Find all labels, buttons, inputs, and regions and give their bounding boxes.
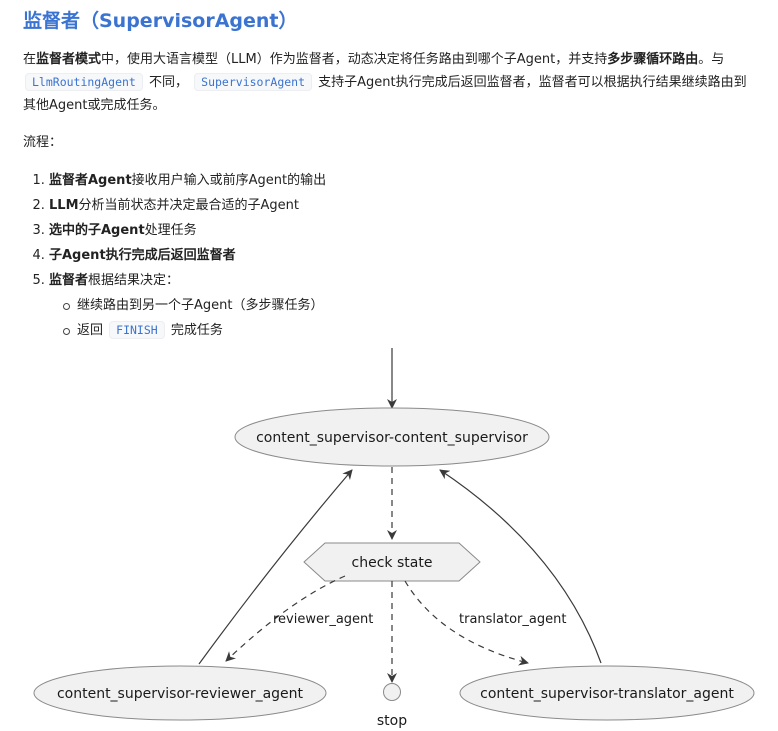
list-item: 选中的子Agent处理任务 (49, 218, 326, 243)
intro-bold: 多步骤循环路由 (607, 52, 699, 67)
step-text: 接收用户输入或前序Agent的输出 (131, 173, 327, 188)
inline-code-finish: FINISH (109, 321, 165, 339)
flow-steps-list: 监督者Agent接收用户输入或前序Agent的输出 LLM分析当前状态并决定最合… (23, 168, 326, 343)
flow-label: 流程： (23, 135, 63, 150)
supervisor-node-label: content_supervisor-content_supervisor (256, 430, 528, 446)
stop-node-label: stop (377, 713, 407, 729)
step-bold: 子Agent执行完成后返回监督者 (49, 248, 236, 263)
edge-reviewer-supervisor (198, 469, 353, 665)
inline-code-supervisor: SupervisorAgent (194, 73, 313, 91)
sub-list: 继续路由到另一个子Agent（多步骤任务） 返回 FINISH 完成任务 (49, 293, 326, 343)
translator-node (459, 665, 755, 721)
edge-translator-label: translator_agent (459, 612, 566, 627)
supervisor-node (234, 407, 550, 467)
edge-translator-supervisor (439, 469, 602, 664)
step-bold: LLM (49, 198, 79, 213)
list-item: 监督者Agent接收用户输入或前序Agent的输出 (49, 168, 326, 193)
translator-node-label: content_supervisor-translator_agent (480, 686, 734, 702)
list-item: 监督者根据结果决定： 继续路由到另一个子Agent（多步骤任务） 返回 FINI… (49, 268, 326, 343)
reviewer-node-label: content_supervisor-reviewer_agent (57, 686, 304, 702)
intro-text: 在 (23, 52, 37, 67)
page-title: 监督者（SupervisorAgent） (23, 10, 298, 32)
check-state-label: check state (352, 555, 433, 571)
intro-text: 中，使用大语言模型（LLM）作为监督者，动态决定将任务路由到哪个子Agent，并… (101, 52, 608, 67)
list-item: 子Agent执行完成后返回监督者 (49, 243, 326, 268)
step-bold: 监督者Agent (49, 173, 132, 188)
edge-check-reviewer (225, 575, 346, 662)
intro-paragraph: 在监督者模式中，使用大语言模型（LLM）作为监督者，动态决定将任务路由到哪个子A… (23, 48, 753, 117)
intro-text: 支持子Agent执行完成后返回监督者，监督者可以根据执行结果继续路由到其他Age… (23, 75, 747, 113)
intro-bold: 监督者模式 (36, 52, 102, 67)
check-state-node (303, 542, 481, 582)
sub-text: 完成任务 (170, 323, 223, 338)
step-bold: 监督者 (49, 273, 89, 288)
stop-node (383, 683, 401, 701)
step-text: 根据结果决定： (88, 273, 180, 288)
reviewer-node (33, 665, 327, 721)
step-text: 处理任务 (144, 223, 197, 238)
inline-code-llmrouting: LlmRoutingAgent (25, 73, 143, 91)
intro-text: 不同， (149, 75, 189, 90)
list-item: LLM分析当前状态并决定最合适的子Agent (49, 193, 326, 218)
supervisor-flow-diagram: content_supervisor-content_supervisor ch… (33, 348, 755, 729)
sub-text: 返回 (77, 323, 104, 338)
sub-list-item: 返回 FINISH 完成任务 (62, 318, 326, 343)
sub-list-item: 继续路由到另一个子Agent（多步骤任务） (62, 293, 326, 318)
edge-check-translator (404, 580, 529, 666)
edge-reviewer-label: reviewer_agent (273, 612, 373, 627)
intro-text: 。与 (698, 52, 725, 67)
step-text: 分析当前状态并决定最合适的子Agent (78, 198, 299, 213)
step-bold: 选中的子Agent (49, 223, 145, 238)
